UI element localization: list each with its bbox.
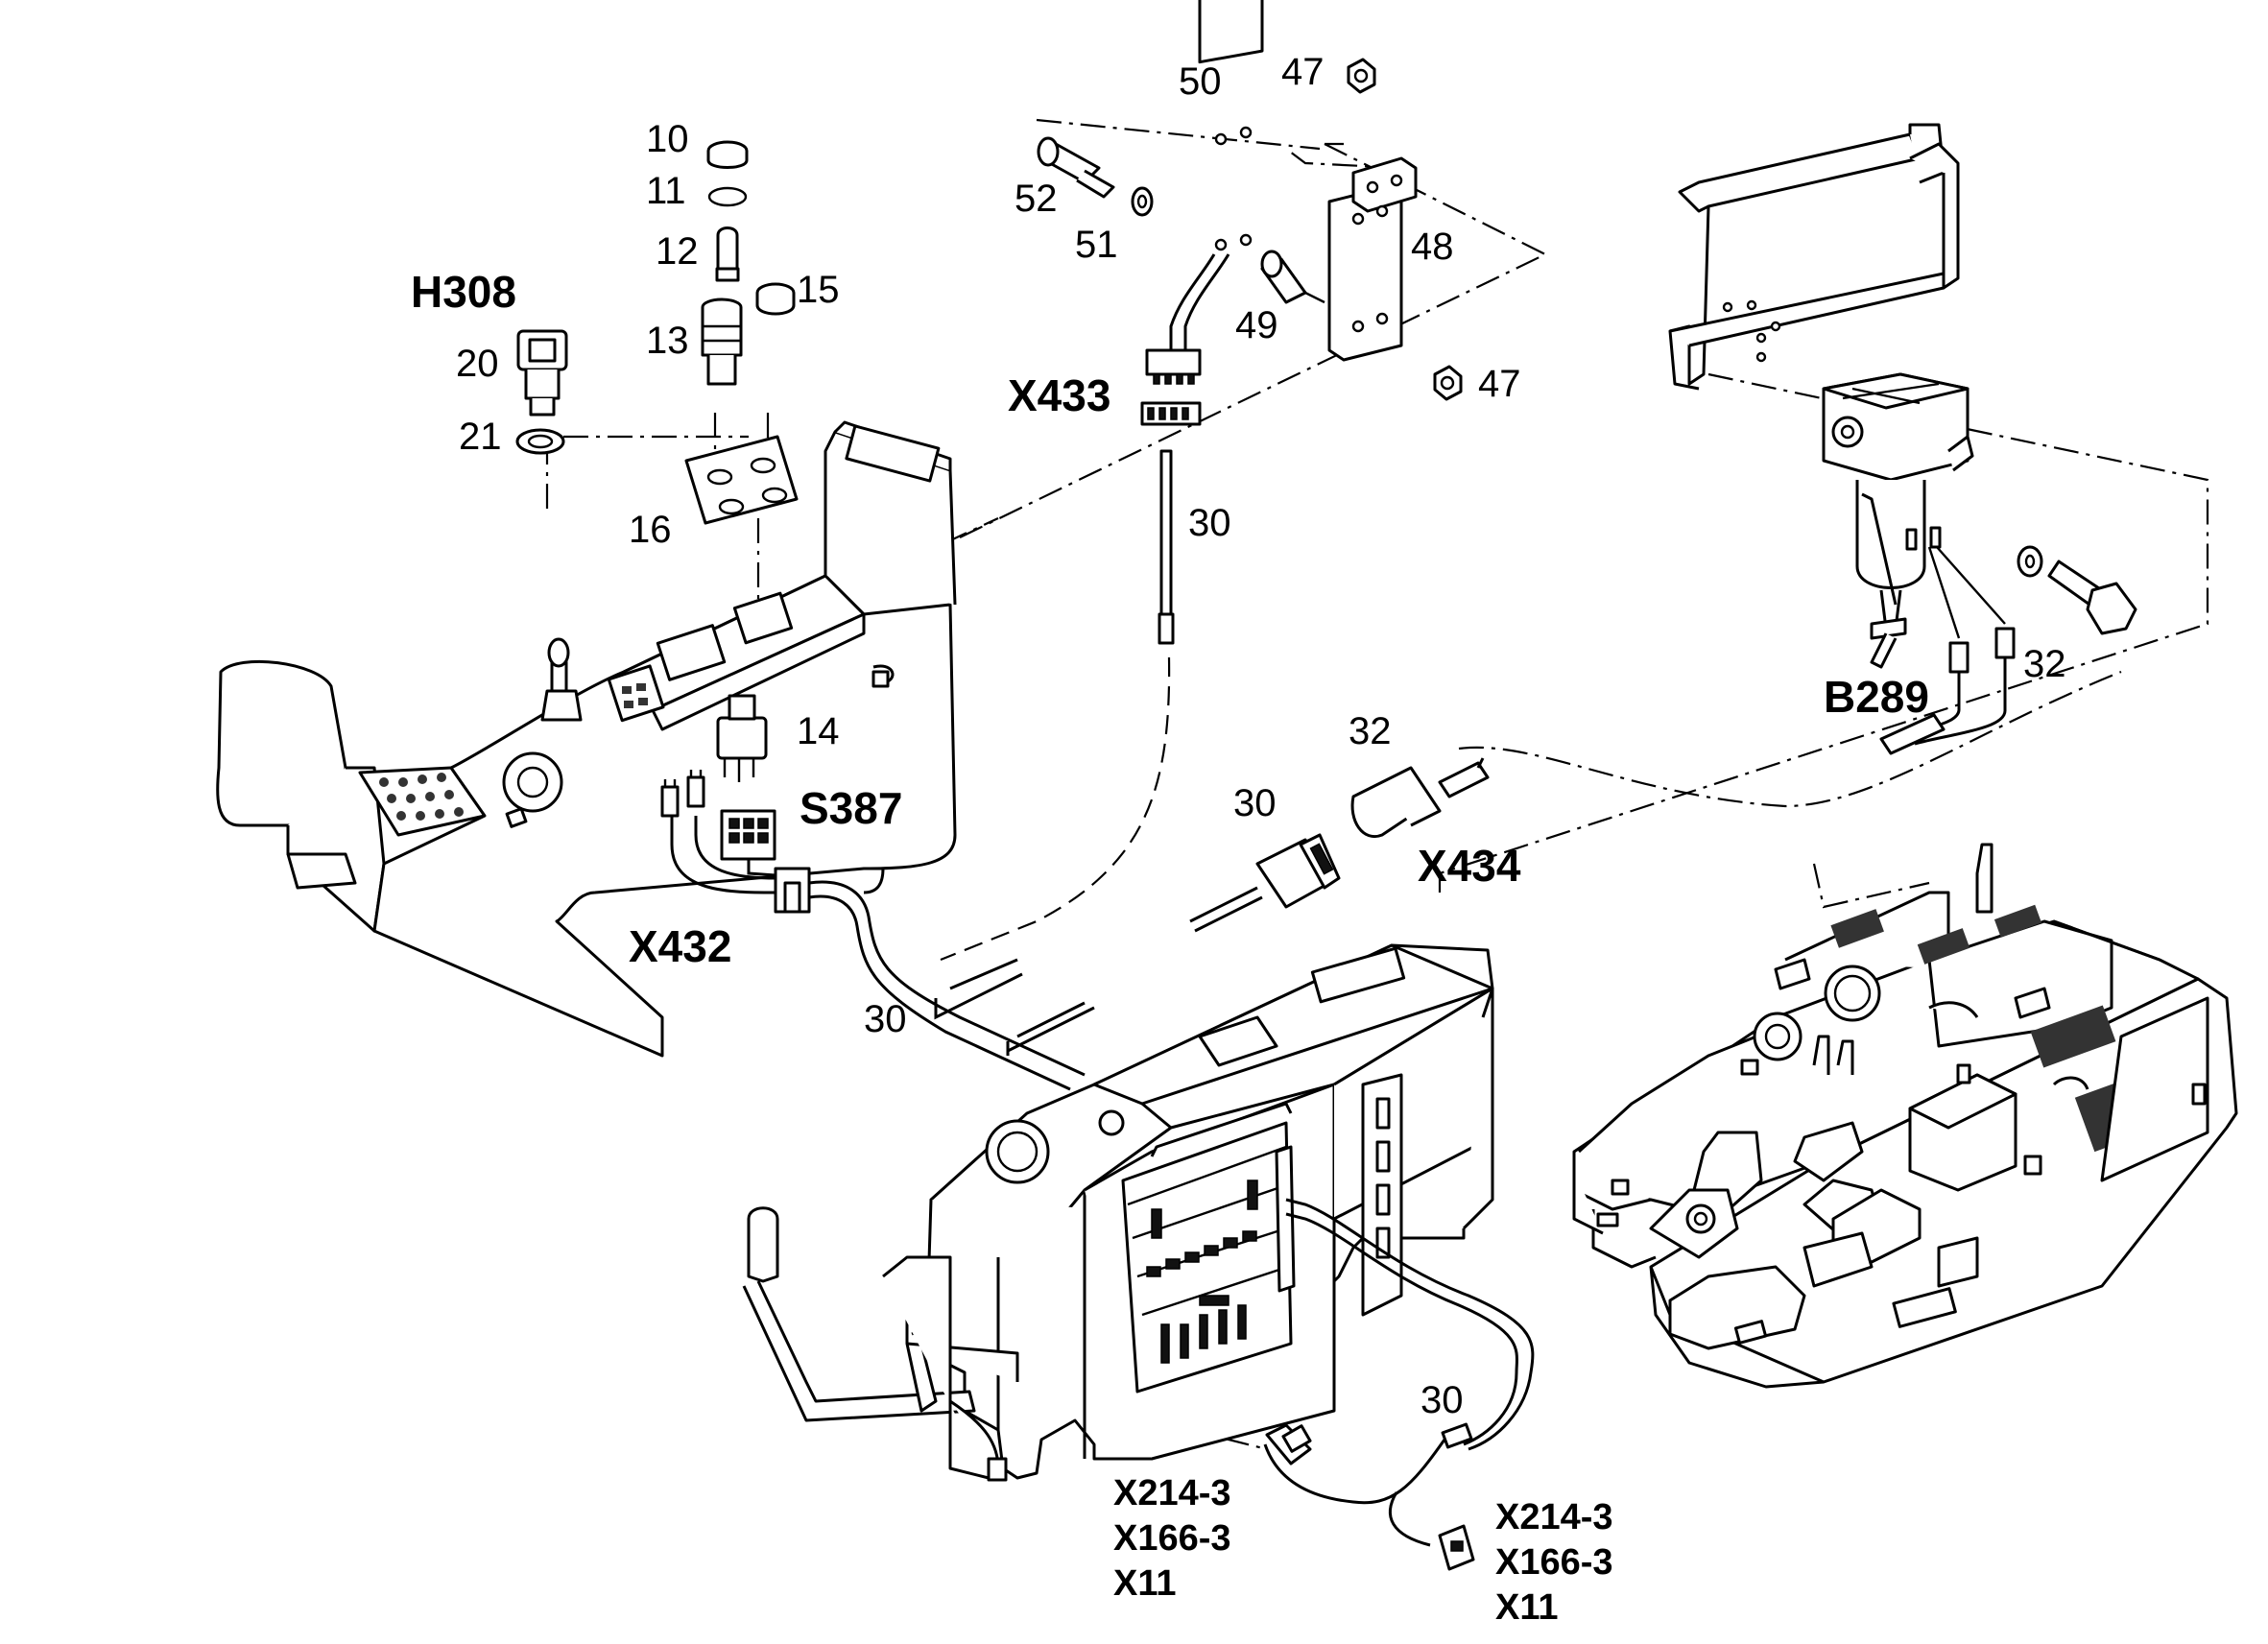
- machine-overview: [1572, 843, 2238, 1389]
- callout-48: 48: [1411, 226, 1454, 268]
- callout-21: 21: [459, 416, 502, 458]
- designation-s387: S387: [800, 783, 902, 833]
- assembly-lines: [545, 118, 2209, 1451]
- callout-30-lower: 30: [1420, 1379, 1464, 1421]
- connector-label-right-2: X166-3: [1495, 1542, 1613, 1583]
- callout-32-middle: 32: [1349, 710, 1392, 752]
- callout-14: 14: [797, 710, 840, 752]
- designation-labels: H308 S387 X432 X433 X434 B289 X214-3 X16…: [411, 267, 1929, 1628]
- connector-x432: [660, 770, 811, 914]
- connector-label-right-3: X11: [1495, 1587, 1559, 1628]
- callout-30-left: 30: [864, 998, 907, 1040]
- designation-x432: X432: [629, 921, 731, 971]
- callout-30-upper: 30: [1188, 502, 1231, 544]
- callout-52: 52: [1015, 178, 1058, 220]
- designation-b289: B289: [1824, 672, 1929, 722]
- callout-47-bottom: 47: [1478, 363, 1521, 405]
- central-control-box: [742, 943, 1535, 1571]
- designation-x434: X434: [1418, 841, 1521, 891]
- left-console: [216, 420, 957, 1058]
- lamp-assembly: [515, 140, 799, 525]
- wire-harness-30-left: [808, 880, 1095, 1091]
- bracket-assembly: [1037, 0, 1463, 645]
- connector-label-right-1: X214-3: [1495, 1497, 1613, 1537]
- callout-30-middle: 30: [1233, 782, 1277, 824]
- connector-label-left-3: X11: [1113, 1563, 1177, 1604]
- callout-13: 13: [646, 320, 689, 362]
- callout-11: 11: [646, 170, 686, 212]
- callout-51: 51: [1075, 224, 1118, 266]
- designation-x433: X433: [1008, 370, 1110, 420]
- callout-20: 20: [456, 343, 499, 385]
- callout-labels: 10 11 12 13 15 16 20 21 14 50 47 52 51 4…: [456, 51, 2066, 1421]
- connector-x434: [1189, 757, 1490, 933]
- callout-49: 49: [1235, 304, 1278, 346]
- filter-b289: [1668, 123, 2137, 755]
- callout-32-right: 32: [2023, 643, 2066, 685]
- callout-47-top: 47: [1281, 51, 1325, 93]
- callout-10: 10: [646, 118, 689, 160]
- callout-12: 12: [656, 230, 699, 273]
- connector-label-left-1: X214-3: [1113, 1473, 1231, 1513]
- callout-16: 16: [629, 509, 672, 551]
- designation-h308: H308: [411, 267, 516, 317]
- callout-50: 50: [1179, 60, 1222, 103]
- switch-s387: [716, 694, 776, 861]
- callout-15: 15: [797, 269, 840, 311]
- connector-label-left-2: X166-3: [1113, 1518, 1231, 1559]
